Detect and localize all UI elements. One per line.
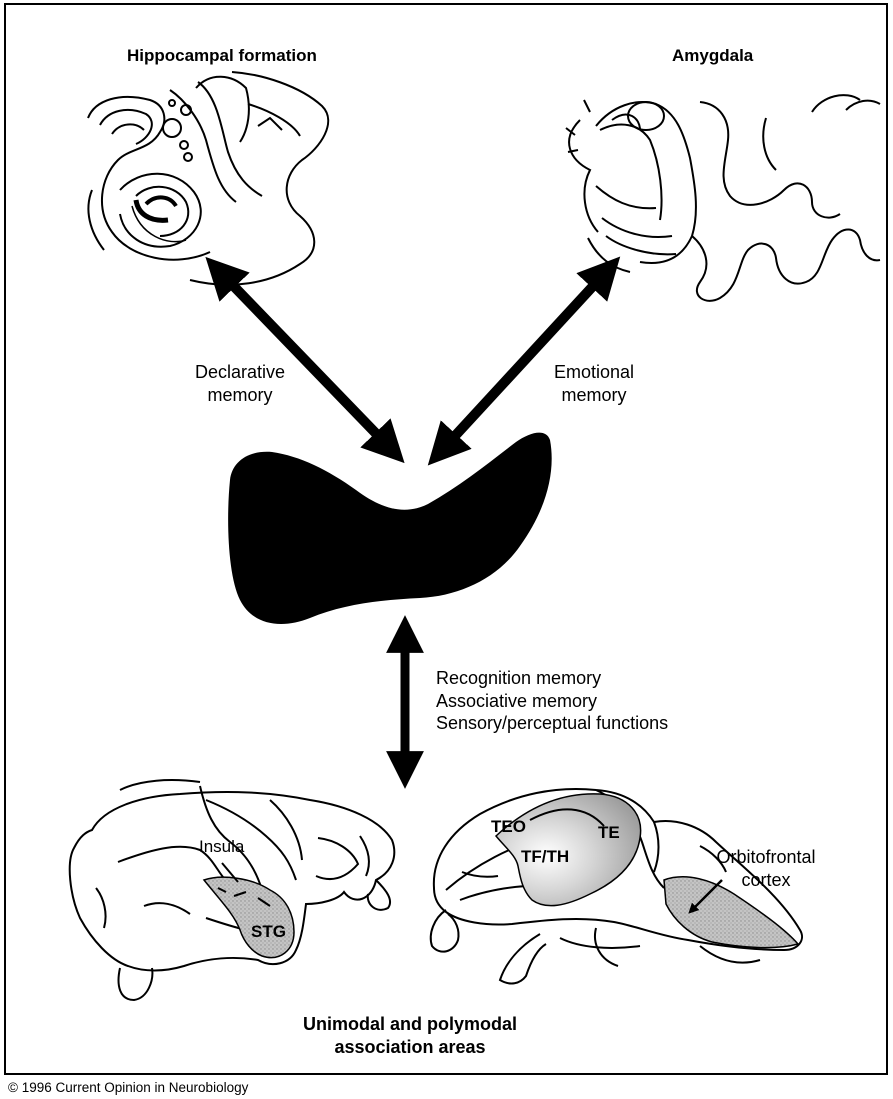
declarative-line-2: memory xyxy=(178,384,302,407)
amygdala-drawing xyxy=(566,95,880,301)
tf-th-label: TF/TH xyxy=(521,846,569,867)
function-recognition-memory: Recognition memory xyxy=(436,667,668,690)
declarative-line-1: Declarative xyxy=(178,361,302,384)
emotional-memory-label: Emotional memory xyxy=(538,361,650,406)
copyright-notice: © 1996 Current Opinion in Neurobiology xyxy=(8,1080,248,1095)
hippocampal-formation-drawing xyxy=(88,72,328,285)
emotional-line-2: memory xyxy=(538,384,650,407)
association-line-1: Unimodal and polymodal xyxy=(240,1013,580,1036)
emotional-line-1: Emotional xyxy=(538,361,650,384)
teo-label: TEO xyxy=(491,816,526,837)
function-sensory-perceptual: Sensory/perceptual functions xyxy=(436,712,668,735)
stg-label: STG xyxy=(251,921,286,942)
central-cortex-blob xyxy=(228,433,552,624)
hippocampal-formation-title: Hippocampal formation xyxy=(127,45,317,66)
functions-list: Recognition memory Associative memory Se… xyxy=(436,667,668,735)
declarative-memory-arrow xyxy=(220,272,390,448)
insula-stg-shaded-region xyxy=(204,877,294,957)
function-associative-memory: Associative memory xyxy=(436,690,668,713)
insula-label: Insula xyxy=(199,836,244,857)
association-line-2: association areas xyxy=(240,1036,580,1059)
association-areas-title: Unimodal and polymodal association areas xyxy=(240,1013,580,1058)
orbitofrontal-line-1: Orbitofrontal xyxy=(700,846,832,869)
amygdala-title: Amygdala xyxy=(672,45,753,66)
declarative-memory-label: Declarative memory xyxy=(178,361,302,406)
orbitofrontal-cortex-label: Orbitofrontal cortex xyxy=(700,846,832,891)
te-label: TE xyxy=(598,822,620,843)
orbitofrontal-line-2: cortex xyxy=(700,869,832,892)
